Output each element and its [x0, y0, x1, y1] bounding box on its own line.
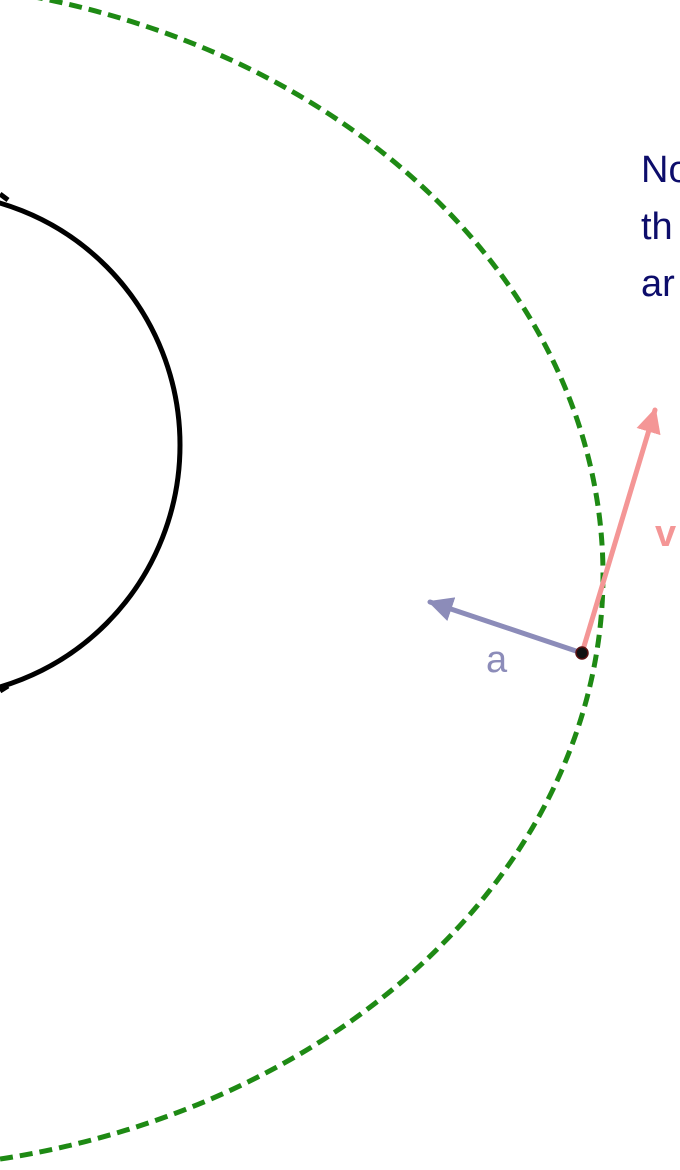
note-line-1: No — [641, 149, 680, 191]
velocity-vector — [579, 407, 661, 656]
central-body-circle — [0, 200, 183, 690]
acceleration-label: a — [486, 639, 508, 681]
orbit-path — [0, 0, 606, 1162]
central-body-tick-bottom — [0, 683, 10, 694]
acceleration-vector — [427, 597, 585, 656]
central-body-tick-top — [0, 192, 10, 202]
note-line-2: th — [641, 206, 673, 248]
note-line-3: ar — [641, 263, 675, 305]
orbiting-body-dot — [575, 646, 589, 660]
velocity-label: v — [655, 513, 676, 555]
